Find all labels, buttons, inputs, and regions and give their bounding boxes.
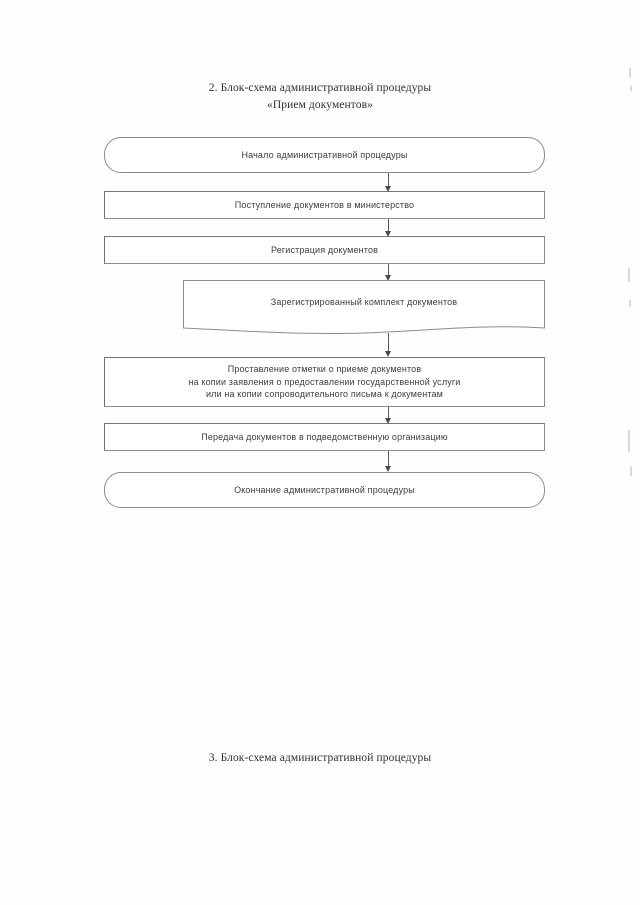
bottom-heading-line-1: 3. Блок-схема административной процедуры — [208, 752, 432, 764]
arrowhead-start-to-arrival — [385, 186, 391, 192]
scan-artifact — [628, 268, 630, 282]
flow-node-registration: Регистрация документов — [104, 236, 545, 264]
flow-node-arrival: Поступление документов в министерство — [104, 191, 545, 219]
scan-artifact — [629, 68, 631, 77]
arrowhead-registration-to-registered-set — [385, 275, 391, 281]
flow-node-registered-set-label: Зарегистрированный комплект документов — [270, 297, 458, 308]
connector-transfer-to-end — [388, 451, 389, 468]
flow-node-arrival-label: Поступление документов в министерство — [234, 199, 415, 210]
page-title: 2. Блок-схема административной процедуры… — [0, 80, 640, 114]
flow-node-start-label: Начало административной процедуры — [241, 149, 408, 160]
scan-artifact — [628, 430, 630, 452]
scan-artifact — [630, 466, 632, 476]
connector-arrival-to-registration — [388, 219, 389, 234]
document-shape-icon — [183, 280, 545, 335]
page-title-line-2: «Прием документов» — [267, 99, 373, 111]
arrowhead-transfer-to-end — [385, 466, 391, 472]
connector-mark-to-transfer — [388, 407, 389, 421]
connector-registration-to-registered-set — [388, 264, 389, 278]
connector-registered-set-to-mark — [388, 333, 389, 353]
page-title-line-1: 2. Блок-схема административной процедуры — [208, 82, 432, 94]
connector-start-to-arrival — [388, 173, 389, 189]
arrowhead-mark-to-transfer — [385, 418, 391, 424]
flow-node-transfer: Передача документов в подведомственную о… — [104, 423, 545, 451]
scan-artifact — [630, 86, 632, 91]
arrowhead-registered-set-to-mark — [385, 351, 391, 357]
flow-node-mark: Проставление отметки о приеме документов… — [104, 357, 545, 407]
flow-node-registration-label: Регистрация документов — [270, 244, 379, 255]
flow-node-mark-label: Проставление отметки о приеме документов… — [188, 364, 461, 400]
flow-node-end: Окончание административной процедуры — [104, 472, 545, 508]
bottom-heading: 3. Блок-схема административной процедуры — [0, 750, 640, 767]
scan-artifact — [629, 300, 631, 307]
flow-node-end-label: Окончание административной процедуры — [234, 484, 415, 495]
arrowhead-arrival-to-registration — [385, 231, 391, 237]
flow-node-start: Начало административной процедуры — [104, 137, 545, 173]
flow-node-registered-set: Зарегистрированный комплект документов — [183, 280, 545, 339]
flow-node-transfer-label: Передача документов в подведомственную о… — [201, 431, 448, 442]
